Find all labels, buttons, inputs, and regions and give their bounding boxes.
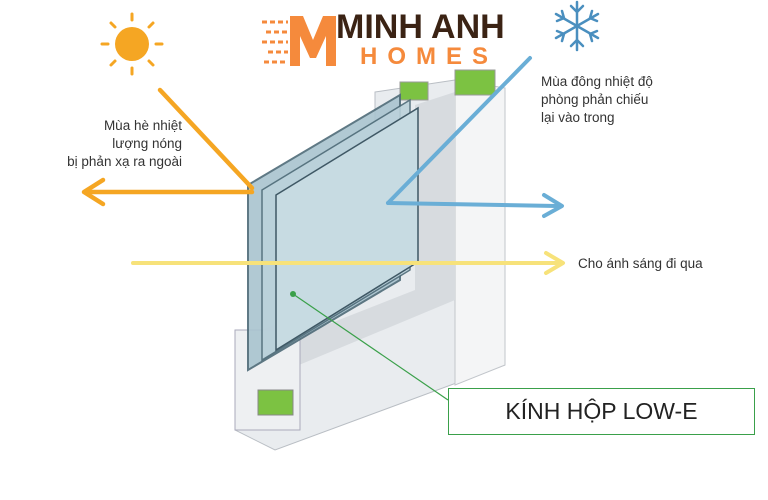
summer-line: bị phản xạ ra ngoài	[67, 154, 182, 169]
summer-line: lượng nóng	[112, 136, 182, 151]
light-label: Cho ánh sáng đi qua	[578, 256, 703, 271]
winter-heat-arrow	[386, 56, 564, 218]
logo-icon	[262, 16, 336, 66]
light-arrow	[131, 251, 565, 275]
summer-heat-arrow	[81, 87, 255, 207]
winter-label: Mùa đông nhiệt độ phòng phản chiếu lại v…	[541, 73, 653, 127]
label-pointer	[290, 291, 449, 401]
winter-line: phòng phản chiếu	[541, 92, 649, 107]
summer-line: Mùa hè nhiệt	[103, 118, 182, 133]
sun-icon	[100, 12, 164, 76]
window-frame	[234, 69, 506, 451]
summer-label: Mùa hè nhiệt lượng nóng bị phản xạ ra ng…	[60, 117, 182, 171]
logo-sub: HOMES	[360, 43, 499, 70]
glass-panes	[247, 93, 419, 372]
snowflake-icon	[554, 0, 600, 52]
winter-line: Mùa đông nhiệt độ	[541, 74, 653, 89]
logo-name: MINH ANH	[336, 8, 505, 46]
product-label: KÍNH HỘP LOW-E	[448, 388, 755, 435]
winter-line: lại vào trong	[541, 110, 615, 125]
